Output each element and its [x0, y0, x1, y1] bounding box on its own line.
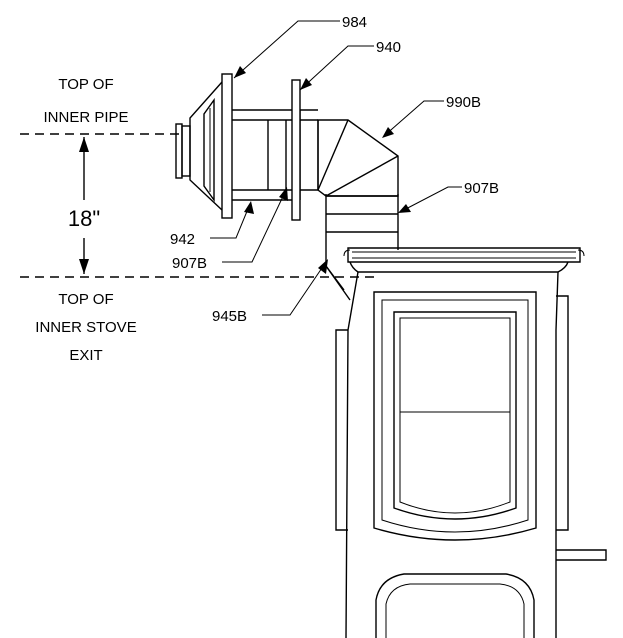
- arrow-down-icon: [79, 259, 89, 274]
- label-top-of-pipe-line1: TOP OF: [58, 76, 113, 93]
- stove-top-cap: [347, 247, 581, 263]
- arrow-up-icon: [79, 137, 89, 152]
- vertical-pipe: [325, 194, 399, 301]
- label-top-of-stove-line2: INNER STOVE: [35, 319, 136, 336]
- pipe-945b: [325, 194, 399, 291]
- leader-lines: [210, 20, 462, 316]
- label-top-of-pipe-line2: INNER PIPE: [43, 109, 128, 126]
- callout-990b: 990B: [446, 94, 481, 111]
- callout-940: 940: [376, 39, 401, 56]
- label-top-of-stove-line1: TOP OF: [58, 291, 113, 308]
- plate-940: [291, 79, 301, 221]
- callout-942: 942: [170, 231, 195, 248]
- stove: [335, 247, 607, 638]
- dimension-18in: [79, 137, 89, 274]
- stove-door-glass: [393, 311, 517, 520]
- callout-945b: 945B: [212, 308, 247, 325]
- stove-door-frame: [373, 291, 537, 541]
- stove-right-side: [555, 271, 559, 638]
- stove-handle: [556, 549, 607, 561]
- stove-ash-arch: [375, 573, 535, 638]
- termination-984: [175, 73, 233, 219]
- callout-984: 984: [342, 14, 367, 31]
- dimension-label: 18": [68, 206, 100, 231]
- plate-984: [221, 73, 233, 219]
- callout-907b-left: 907B: [172, 255, 207, 272]
- stove-left-side: [345, 271, 359, 638]
- label-top-of-stove-line3: EXIT: [69, 347, 102, 364]
- horizontal-pipe: [232, 109, 318, 201]
- callout-907b-right: 907B: [464, 180, 499, 197]
